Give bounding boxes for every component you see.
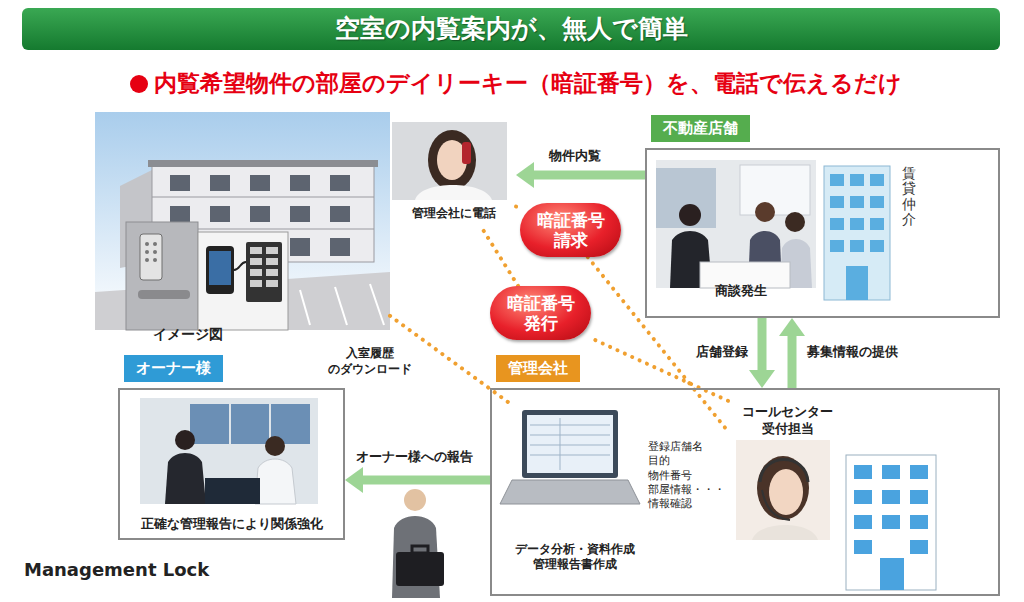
- building-illustration: [95, 112, 390, 330]
- laptop: [500, 410, 640, 504]
- arrow-shaft: [788, 334, 797, 388]
- arrow-shaft: [758, 318, 767, 372]
- node-text: 賃貸仲介: [902, 166, 916, 228]
- owner-box: オーナー様正確な管理報告により関係強化: [118, 388, 345, 540]
- node-text: 暗証番号 発行: [490, 293, 591, 334]
- edge-label-wrap: 物件内覧: [546, 146, 604, 166]
- flow-arrow: [749, 318, 775, 388]
- company-box: 管理会社データ分析・資料作成 管理報告書作成コールセンター 受付担当: [490, 388, 1000, 596]
- arrow-shaft: [532, 171, 645, 180]
- rental-building: [824, 166, 890, 300]
- dotted-link: [516, 206, 520, 208]
- node-text: 管理会社に電話: [392, 206, 516, 227]
- node-text: オーナー様: [124, 355, 223, 382]
- node-text: 管理会社: [496, 355, 580, 382]
- title-text-wrap: 空室の内覧案内が、無人で簡単: [22, 8, 1000, 50]
- building-node: 賃貸仲介: [822, 160, 932, 305]
- store-box: 不動産店舗商談発生賃貸仲介: [645, 148, 1000, 318]
- title-band: [22, 8, 1000, 50]
- info-list: 登録店舗名 目的 物件番号 部屋情報・・・ 情報確認: [648, 440, 730, 511]
- edge-label: 物件内覧: [546, 146, 604, 166]
- flow-arrow: [345, 467, 490, 493]
- arrow-shaft: [361, 476, 490, 485]
- issue-pill: 暗証番号 発行: [490, 286, 591, 340]
- call-center-photo: [736, 440, 830, 540]
- logo-text-wrap: Management Lock: [24, 559, 209, 580]
- arrow-head: [749, 370, 775, 388]
- subtitle-wrap: 内覧希望物件の部屋のデイリーキー（暗証番号）を、電話で伝えるだけ: [154, 68, 902, 99]
- info-list-wrap: 登録店舗名 目的 物件番号 部屋情報・・・ 情報確認: [648, 440, 730, 511]
- logo-text: Management Lock: [24, 559, 209, 580]
- node-text: 不動産店舗: [651, 115, 750, 142]
- dotted-line: [481, 227, 518, 286]
- node-text: 暗証番号 請求: [520, 210, 621, 251]
- businessman: [392, 489, 444, 598]
- node-text: イメージ図: [153, 326, 223, 347]
- edge-label-wrap: 募集情報の提供: [804, 342, 901, 362]
- title-text: 空室の内覧案内が、無人で簡単: [22, 8, 1000, 50]
- edge-label-wrap: オーナー様への報告: [353, 447, 476, 467]
- photo-node: 商談発生: [656, 160, 825, 305]
- photo-node: 管理会社に電話: [392, 122, 516, 227]
- node-text: 商談発生: [656, 283, 825, 305]
- edge-label: オーナー様への報告: [353, 447, 476, 467]
- edge-label: 入室履歴 のダウンロード: [321, 345, 418, 378]
- node-text: コールセンター 受付担当: [728, 404, 847, 438]
- arrow-head: [779, 318, 805, 336]
- subtitle: 内覧希望物件の部屋のデイリーキー（暗証番号）を、電話で伝えるだけ: [154, 68, 902, 99]
- dotted-line: [516, 206, 520, 208]
- phone-photo: [392, 122, 507, 200]
- meeting-photo: [656, 160, 816, 288]
- call-center-node: コールセンター 受付担当: [728, 400, 847, 545]
- laptop-node: データ分析・資料作成 管理報告書作成: [498, 403, 652, 578]
- edge-label: 店舗登録: [693, 342, 751, 362]
- edge-label: 募集情報の提供: [804, 342, 901, 362]
- edge-label-wrap: 店舗登録: [693, 342, 751, 362]
- arrow-head: [516, 162, 534, 188]
- node-text: 正確な管理報告により関係強化: [120, 516, 343, 538]
- bullet: [130, 75, 148, 93]
- arrow-head: [345, 467, 363, 493]
- edge-label-wrap: 入室履歴 のダウンロード: [321, 345, 418, 378]
- flow-arrow: [779, 318, 805, 388]
- owner-photo: [140, 398, 318, 504]
- dotted-link: [481, 227, 518, 286]
- management-building: [846, 455, 936, 590]
- node-text: データ分析・資料作成 管理報告書作成: [498, 542, 652, 578]
- illustration-node: イメージ図: [95, 112, 390, 347]
- request-pill: 暗証番号 請求: [520, 203, 621, 257]
